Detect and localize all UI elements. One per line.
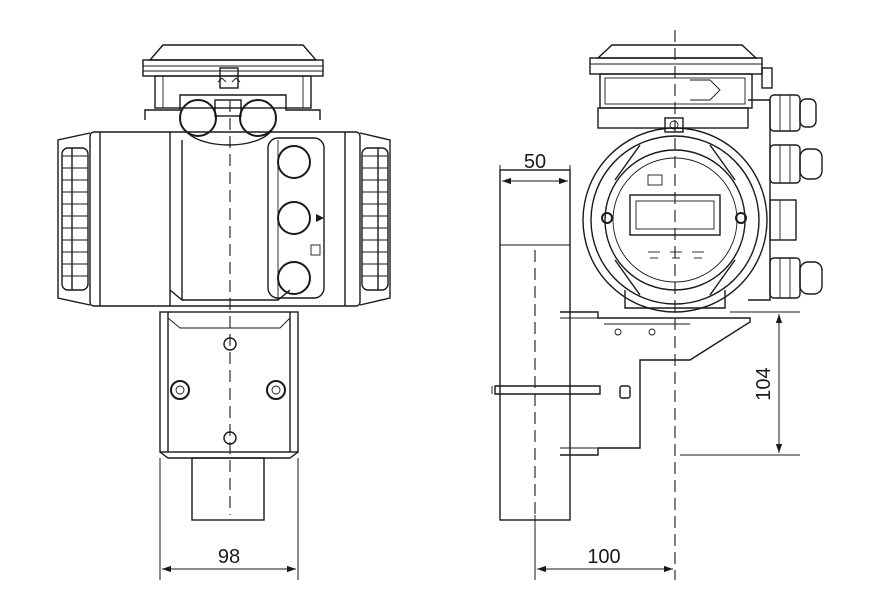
dim-98: 98 — [159, 458, 299, 580]
front-top-cover — [142, 44, 324, 109]
front-right-cap — [359, 132, 391, 306]
front-side-glands — [267, 137, 325, 299]
dim-50-label: 50 — [524, 151, 546, 173]
front-view: 98 — [57, 44, 391, 580]
side-gland-block — [748, 94, 823, 301]
front-neck — [144, 94, 321, 146]
side-bracket — [560, 311, 751, 456]
dim-100-label: 100 — [587, 546, 620, 568]
side-pipe — [499, 169, 571, 521]
front-left-cap — [57, 132, 91, 306]
dim-50: 50 — [499, 151, 571, 185]
dim-104: 104 — [680, 311, 800, 456]
side-u-bolt — [491, 385, 601, 395]
dim-104-label: 104 — [753, 367, 775, 400]
dim-100: 100 — [534, 515, 673, 580]
dim-98-label: 98 — [218, 546, 240, 568]
front-pipe — [191, 457, 265, 521]
side-top-cover — [589, 44, 773, 109]
front-bracket — [159, 311, 299, 459]
side-view: 50 104 100 — [491, 30, 823, 580]
